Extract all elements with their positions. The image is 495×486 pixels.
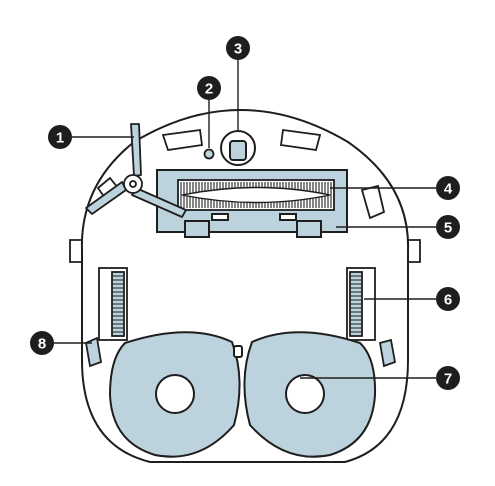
callout-7: 7 (436, 366, 460, 390)
callout-number-2: 2 (205, 81, 213, 98)
callout-5: 5 (436, 215, 460, 239)
leader-lines (54, 60, 436, 379)
callout-3: 3 (226, 36, 250, 60)
callout-1: 1 (48, 125, 72, 149)
caster-wheel (220, 130, 256, 166)
callout-number-4: 4 (444, 181, 453, 198)
callout-8: 8 (30, 331, 54, 355)
callout-number-8: 8 (38, 336, 46, 353)
callout-number-3: 3 (234, 41, 242, 58)
side-brush (85, 123, 187, 218)
callout-2: 2 (197, 76, 221, 100)
main-brush (177, 179, 335, 211)
callout-number-1: 1 (56, 130, 64, 147)
callout-number-5: 5 (444, 220, 452, 237)
mop-pads (108, 331, 377, 458)
body-side-notches (69, 239, 421, 263)
callout-6: 6 (436, 287, 460, 311)
callout-number-7: 7 (444, 371, 452, 388)
callout-4: 4 (436, 176, 460, 200)
cliff-sensor-right (378, 338, 397, 368)
callout-number-6: 6 (444, 292, 452, 309)
cliff-sensor (84, 336, 103, 368)
sensor (203, 148, 215, 160)
